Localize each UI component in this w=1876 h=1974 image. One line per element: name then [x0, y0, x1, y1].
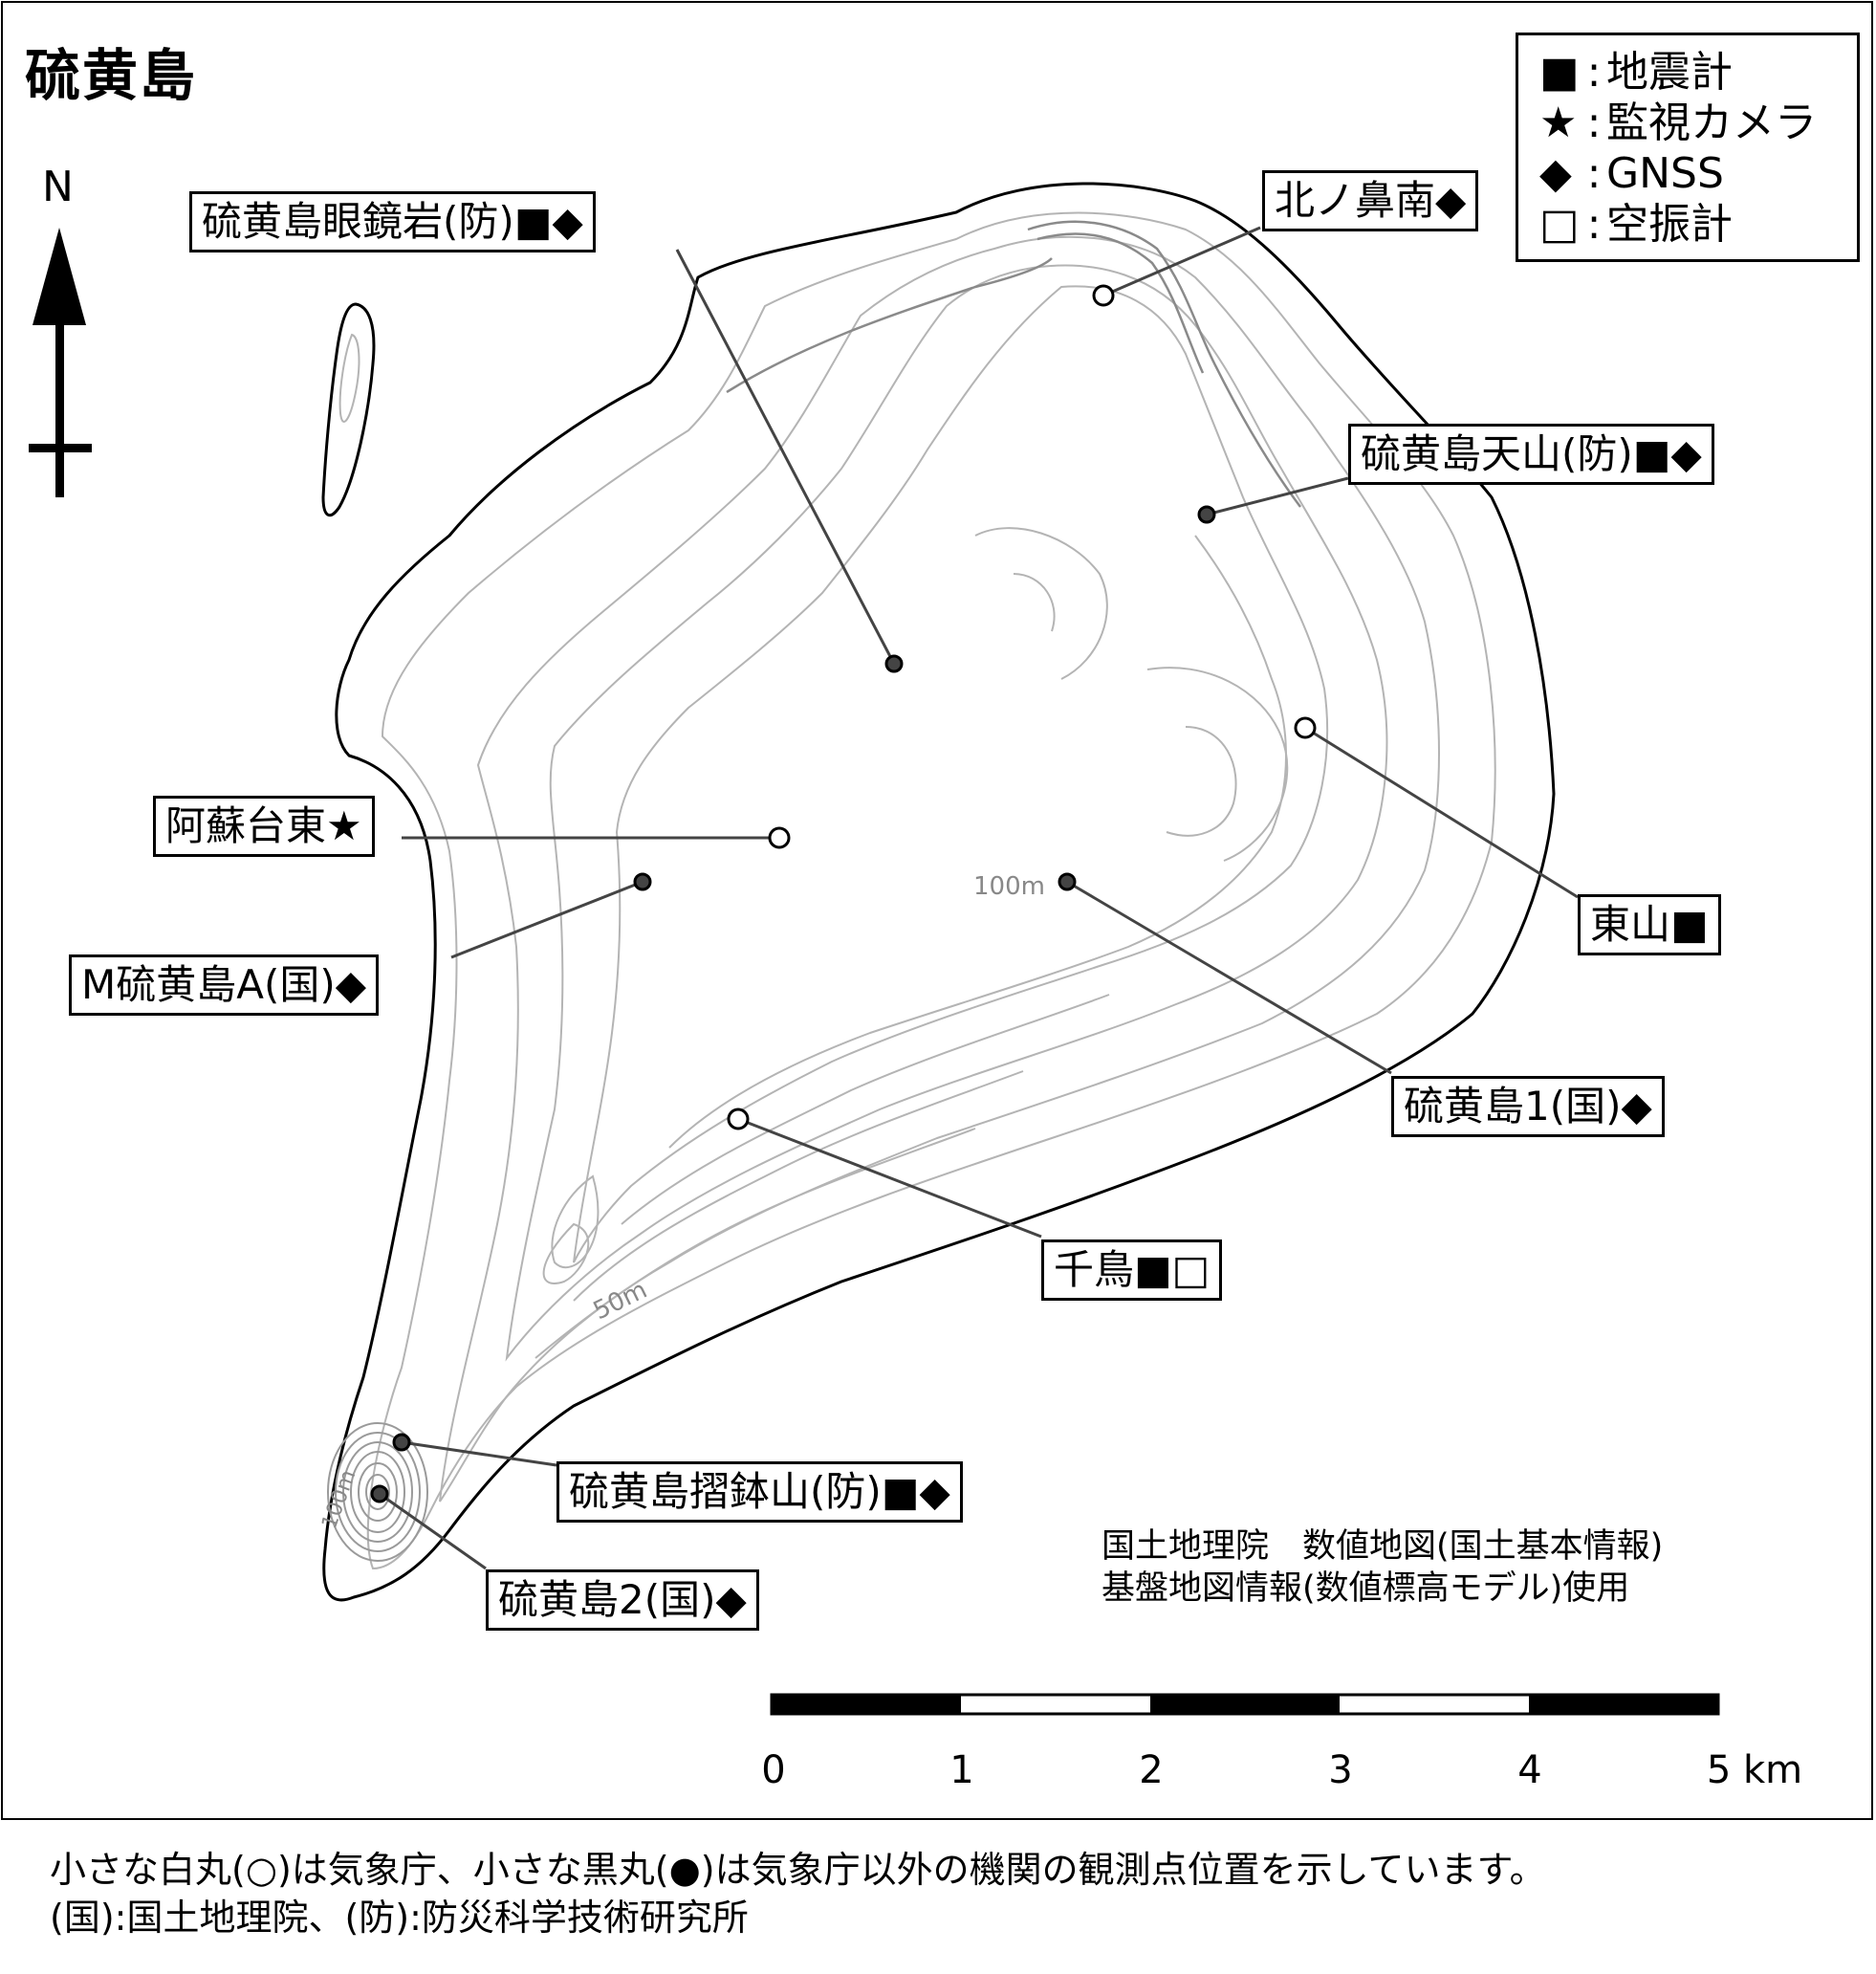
station-dot-iwoto-1 — [1058, 872, 1077, 891]
station-label-kitanohana-minami[interactable]: 北ノ鼻南◆ — [1262, 170, 1479, 231]
scale-bar — [770, 1693, 1720, 1716]
contour-lines — [366, 211, 1496, 1570]
scale-tick-5: 5 km — [1706, 1748, 1803, 1792]
scale-tick-4: 4 — [1517, 1748, 1542, 1792]
station-label-chidori[interactable]: 千鳥■□ — [1041, 1239, 1223, 1301]
suribachi-contours — [327, 1422, 428, 1562]
main-island-coastline — [322, 182, 1556, 1602]
station-label-asodai-higashi[interactable]: 阿蘇台東★ — [153, 796, 375, 857]
legend-separator: : — [1586, 48, 1602, 97]
north-label: N — [42, 163, 74, 211]
contour-lines-dark — [726, 220, 1302, 508]
map-frame — [1, 1, 1873, 1820]
legend-box: ■:地震計 ★:監視カメラ ◆:GNSS □:空振計 — [1516, 33, 1860, 262]
caption-line1: 小さな白丸(○)は気象庁、小さな黒丸(●)は気象庁以外の機関の観測点位置を示して… — [50, 1849, 1546, 1891]
station-dot-chidori — [727, 1108, 750, 1130]
station-dot-higashiyama — [1294, 716, 1317, 739]
legend-separator: : — [1586, 149, 1602, 198]
leader-lines — [379, 226, 1579, 1570]
station-dot-asodai-higashi — [768, 826, 791, 849]
legend-item-camera: ★:監視カメラ — [1539, 99, 1817, 147]
legend-item-infrasound: □:空振計 — [1539, 201, 1733, 249]
legend-label: 監視カメラ — [1606, 99, 1817, 147]
station-label-iwoto-1[interactable]: 硫黄島1(国)◆ — [1391, 1076, 1665, 1137]
legend-label: GNSS — [1606, 149, 1724, 198]
data-credit-line2: 基盤地図情報(数値標高モデル)使用 — [1102, 1569, 1630, 1608]
scale-tick-0: 0 — [761, 1748, 786, 1792]
legend-label: 地震計 — [1606, 48, 1733, 97]
legend-separator: : — [1586, 99, 1602, 147]
islet-coastline — [321, 302, 376, 517]
scale-tick-3: 3 — [1328, 1748, 1353, 1792]
contour-label-100m: 100m — [973, 872, 1045, 901]
scale-tick-2: 2 — [1139, 1748, 1164, 1792]
diamond-filled-icon: ◆ — [1539, 149, 1572, 198]
islet-contour — [338, 333, 360, 423]
star-icon: ★ — [1539, 99, 1578, 147]
map-title: 硫黄島 — [25, 43, 198, 108]
station-dot-m-iwoto-a — [633, 872, 652, 891]
legend-separator: : — [1586, 200, 1602, 249]
caption-line2: (国):国土地理院、(防):防災科学技術研究所 — [50, 1897, 749, 1939]
data-credit-line1: 国土地理院 数値地図(国土基本情報) — [1102, 1527, 1664, 1566]
legend-item-gnss: ◆:GNSS — [1539, 150, 1724, 198]
station-label-m-iwoto-a[interactable]: M硫黄島A(国)◆ — [69, 954, 380, 1016]
station-label-tenzan[interactable]: 硫黄島天山(防)■◆ — [1348, 424, 1714, 485]
station-dot-iwoto-2 — [370, 1484, 389, 1503]
station-label-suribachi[interactable]: 硫黄島摺鉢山(防)■◆ — [556, 1461, 963, 1523]
station-label-higashiyama[interactable]: 東山■ — [1578, 894, 1721, 955]
station-label-megane-iwa[interactable]: 硫黄島眼鏡岩(防)■◆ — [189, 191, 596, 252]
scale-tick-1: 1 — [949, 1748, 974, 1792]
station-dot-megane-iwa — [884, 654, 904, 673]
legend-label: 空振計 — [1606, 200, 1733, 249]
square-filled-icon: ■ — [1539, 48, 1580, 97]
station-dot-tenzan — [1197, 505, 1216, 524]
station-dot-suribachi — [392, 1433, 411, 1452]
legend-item-seismometer: ■:地震計 — [1539, 49, 1733, 97]
station-dot-kitanohana-minami — [1092, 284, 1115, 307]
station-markers — [370, 284, 1317, 1503]
station-label-iwoto-2[interactable]: 硫黄島2(国)◆ — [486, 1569, 759, 1631]
square-outline-icon: □ — [1539, 200, 1580, 249]
north-arrow — [29, 228, 92, 497]
